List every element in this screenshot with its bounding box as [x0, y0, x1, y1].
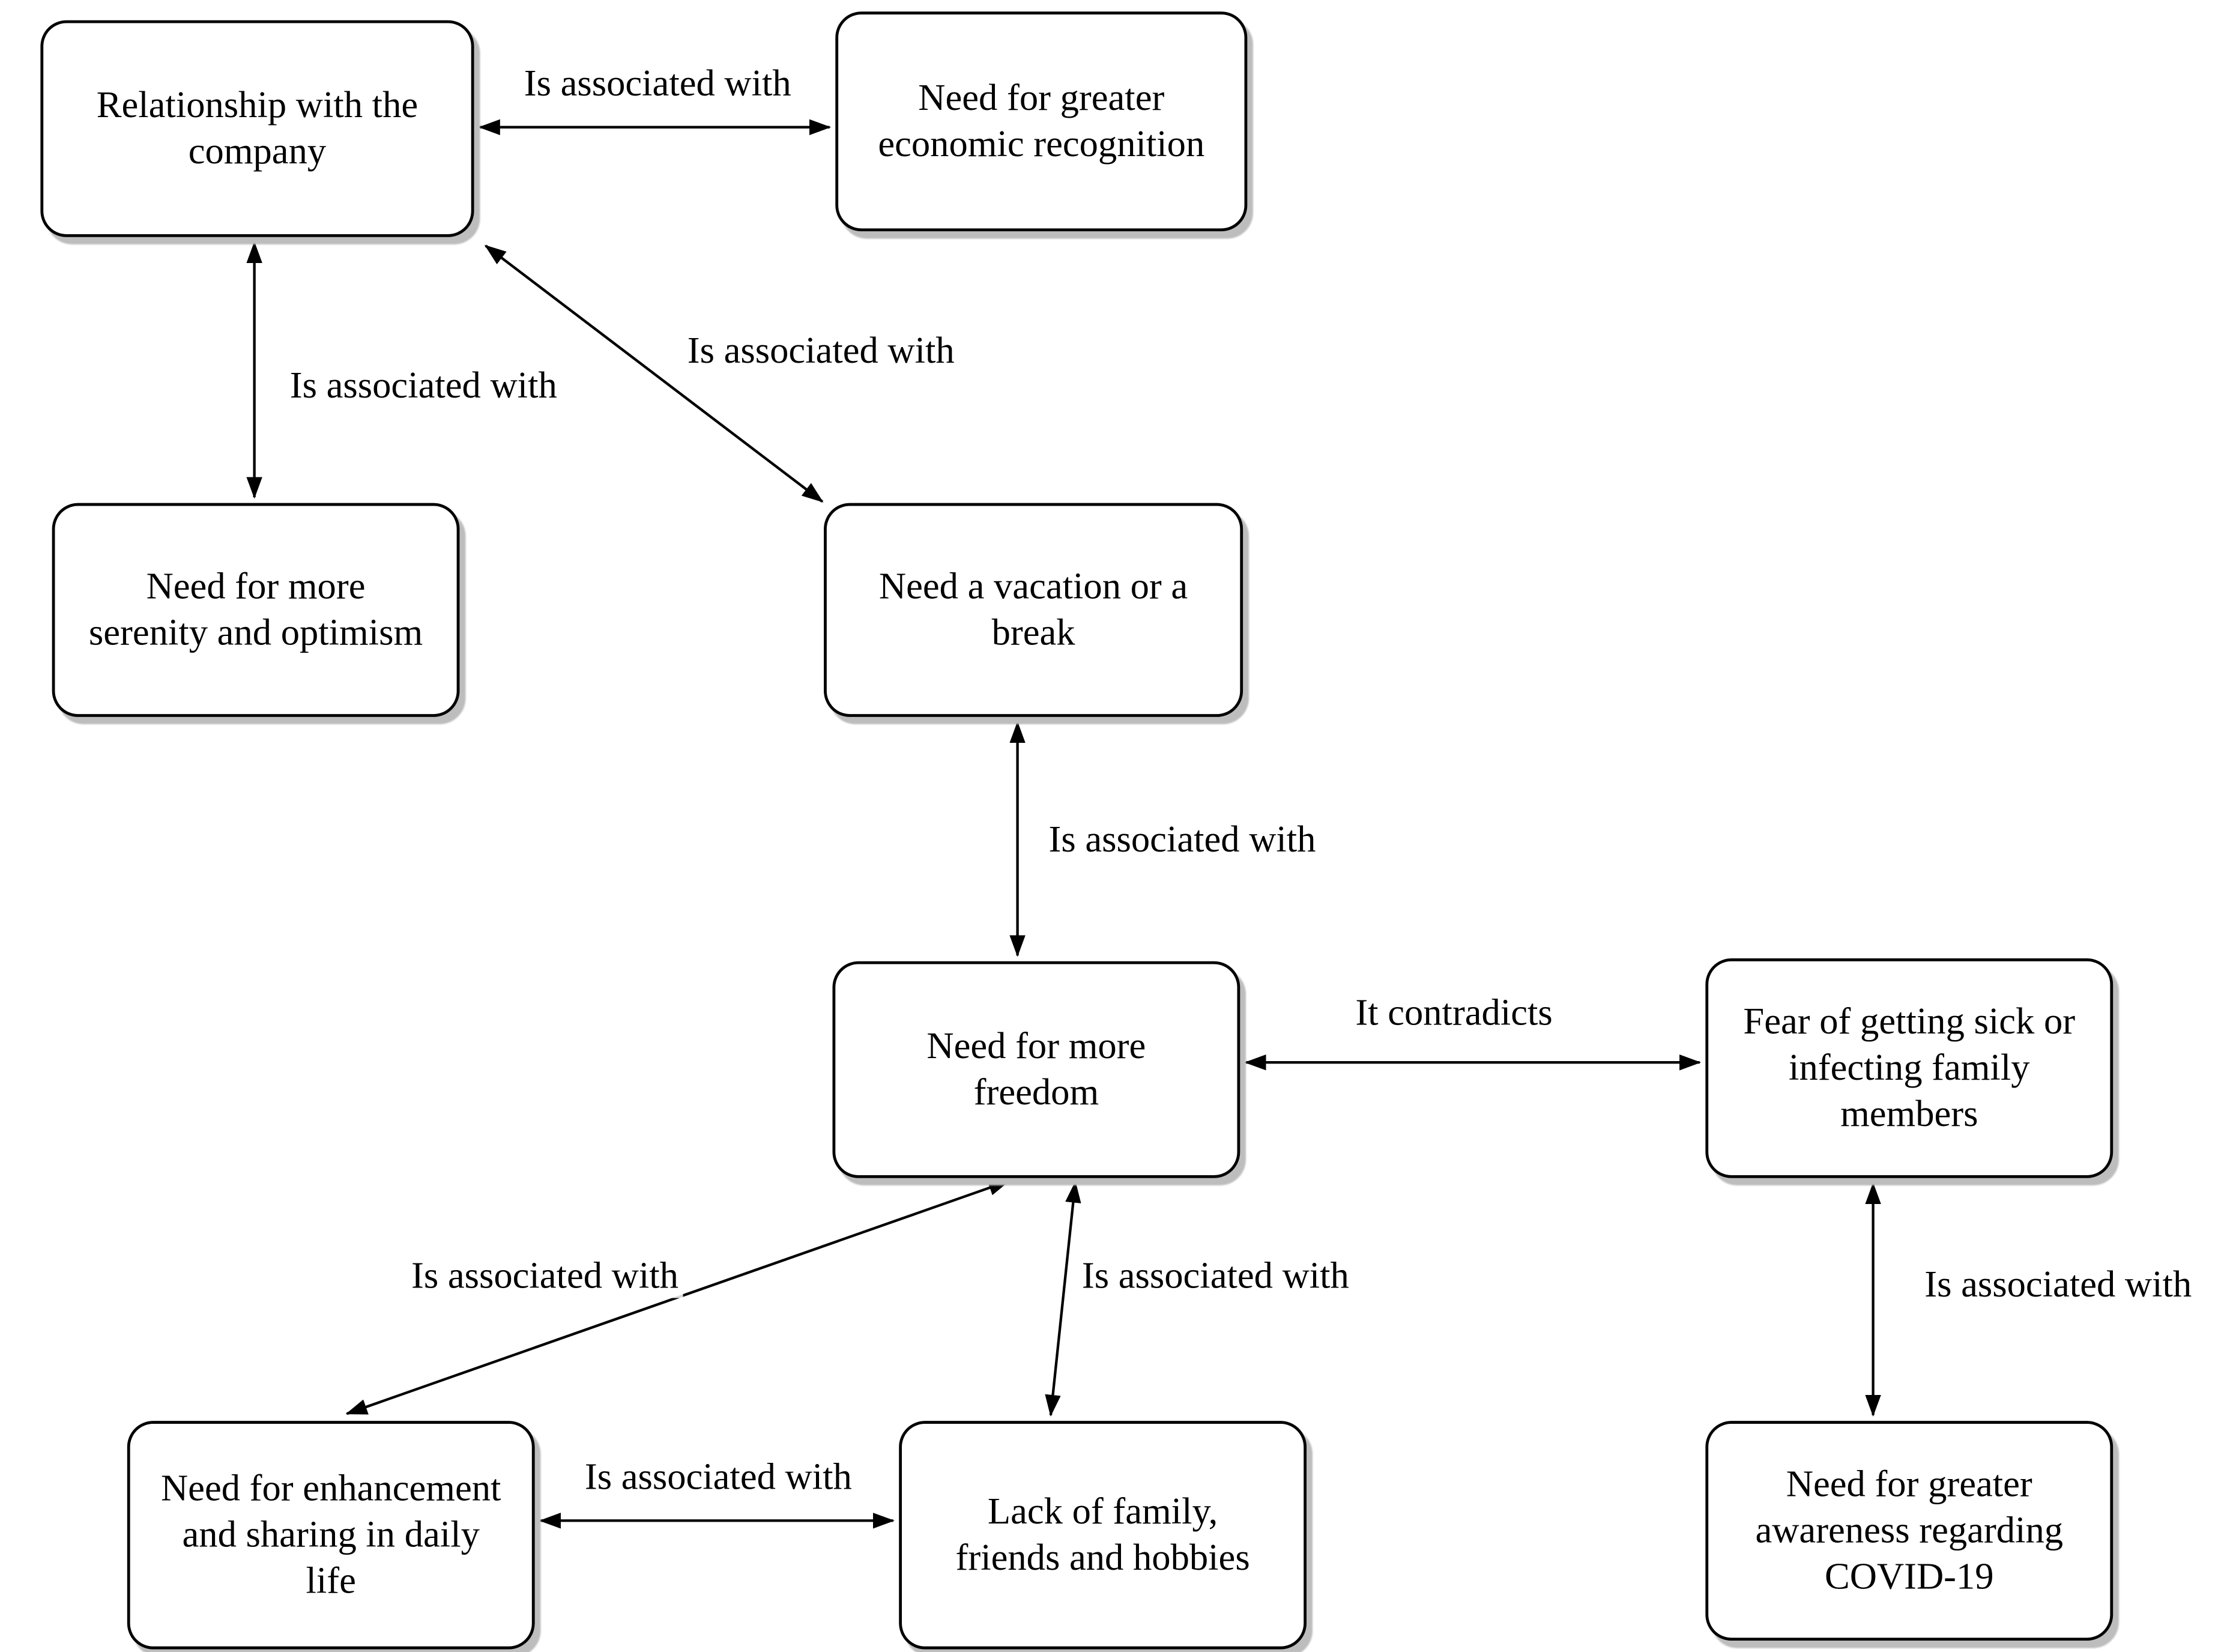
node-label-line: serenity and optimism [88, 611, 423, 654]
node-label-line: freedom [973, 1071, 1099, 1113]
node-label-line: Fear of getting sick or [1743, 999, 2076, 1042]
node-label-line: economic recognition [878, 123, 1205, 165]
node-label-line: members [1840, 1093, 1978, 1135]
node-need-a-vacation-or-a-break: Need a vacation or a break [824, 503, 1243, 717]
node-label-line: Need for greater [918, 76, 1165, 118]
node-need-for-more-serenity-and-optimism: Need for more serenity and optimism [52, 503, 460, 717]
edge-label-relationship-vacation: Is associated with [683, 329, 959, 374]
edge-freedom-lack-line [1045, 1181, 1081, 1417]
node-need-for-greater-economic-recognition: Need for greater economic recognition [835, 11, 1248, 232]
node-label-line: company [188, 130, 327, 172]
node-label-line: Need for greater [1786, 1462, 2032, 1504]
node-label-line: awareness regarding [1755, 1508, 2064, 1551]
node-label-line: Lack of family, [987, 1490, 1218, 1532]
node-label-line: Need a vacation or a [878, 564, 1188, 607]
node-label-line: friends and hobbies [955, 1536, 1250, 1579]
edge-label-fear-covid: Is associated with [1920, 1263, 2196, 1307]
node-label-line: Need for enhancement [160, 1466, 501, 1509]
node-label-line: Relationship with the [96, 83, 418, 126]
node-label-line: infecting family [1789, 1046, 2030, 1089]
edge-label-relationship-serenity: Is associated with [285, 364, 561, 408]
node-relationship-with-the-company: Relationship with the company [40, 20, 474, 237]
node-label-line: break [991, 611, 1075, 654]
edge-label-relationship-economic: Is associated with [519, 62, 796, 106]
edge-label-freedom-fear: It contradicts [1351, 991, 1557, 1035]
node-label-line: and sharing in daily [182, 1513, 480, 1555]
node-label-line: COVID-19 [1824, 1555, 1994, 1598]
node-lack-of-family-friends-and-hobbies: Lack of family, friends and hobbies [899, 1421, 1307, 1650]
edge-label-freedom-enhancement: Is associated with [406, 1254, 683, 1298]
node-fear-of-getting-sick-or-infecting-family-members: Fear of getting sick or infecting family… [1705, 958, 2114, 1178]
node-label-line: Need for more [926, 1024, 1146, 1067]
node-need-for-enhancement-and-sharing-in-daily-life: Need for enhancement and sharing in dail… [127, 1421, 535, 1650]
edge-relationship-vacation-line [484, 244, 824, 503]
edge-label-enhancement-lack: Is associated with [580, 1455, 857, 1499]
edge-label-freedom-lack: Is associated with [1077, 1254, 1354, 1298]
edge-label-vacation-freedom: Is associated with [1044, 818, 1320, 862]
node-label-line: Need for more [146, 564, 366, 607]
node-need-for-more-freedom: Need for more freedom [832, 961, 1240, 1178]
node-need-for-greater-awareness-regarding-covid-19: Need for greater awareness regarding COV… [1705, 1421, 2114, 1641]
node-label-line: life [306, 1560, 356, 1602]
